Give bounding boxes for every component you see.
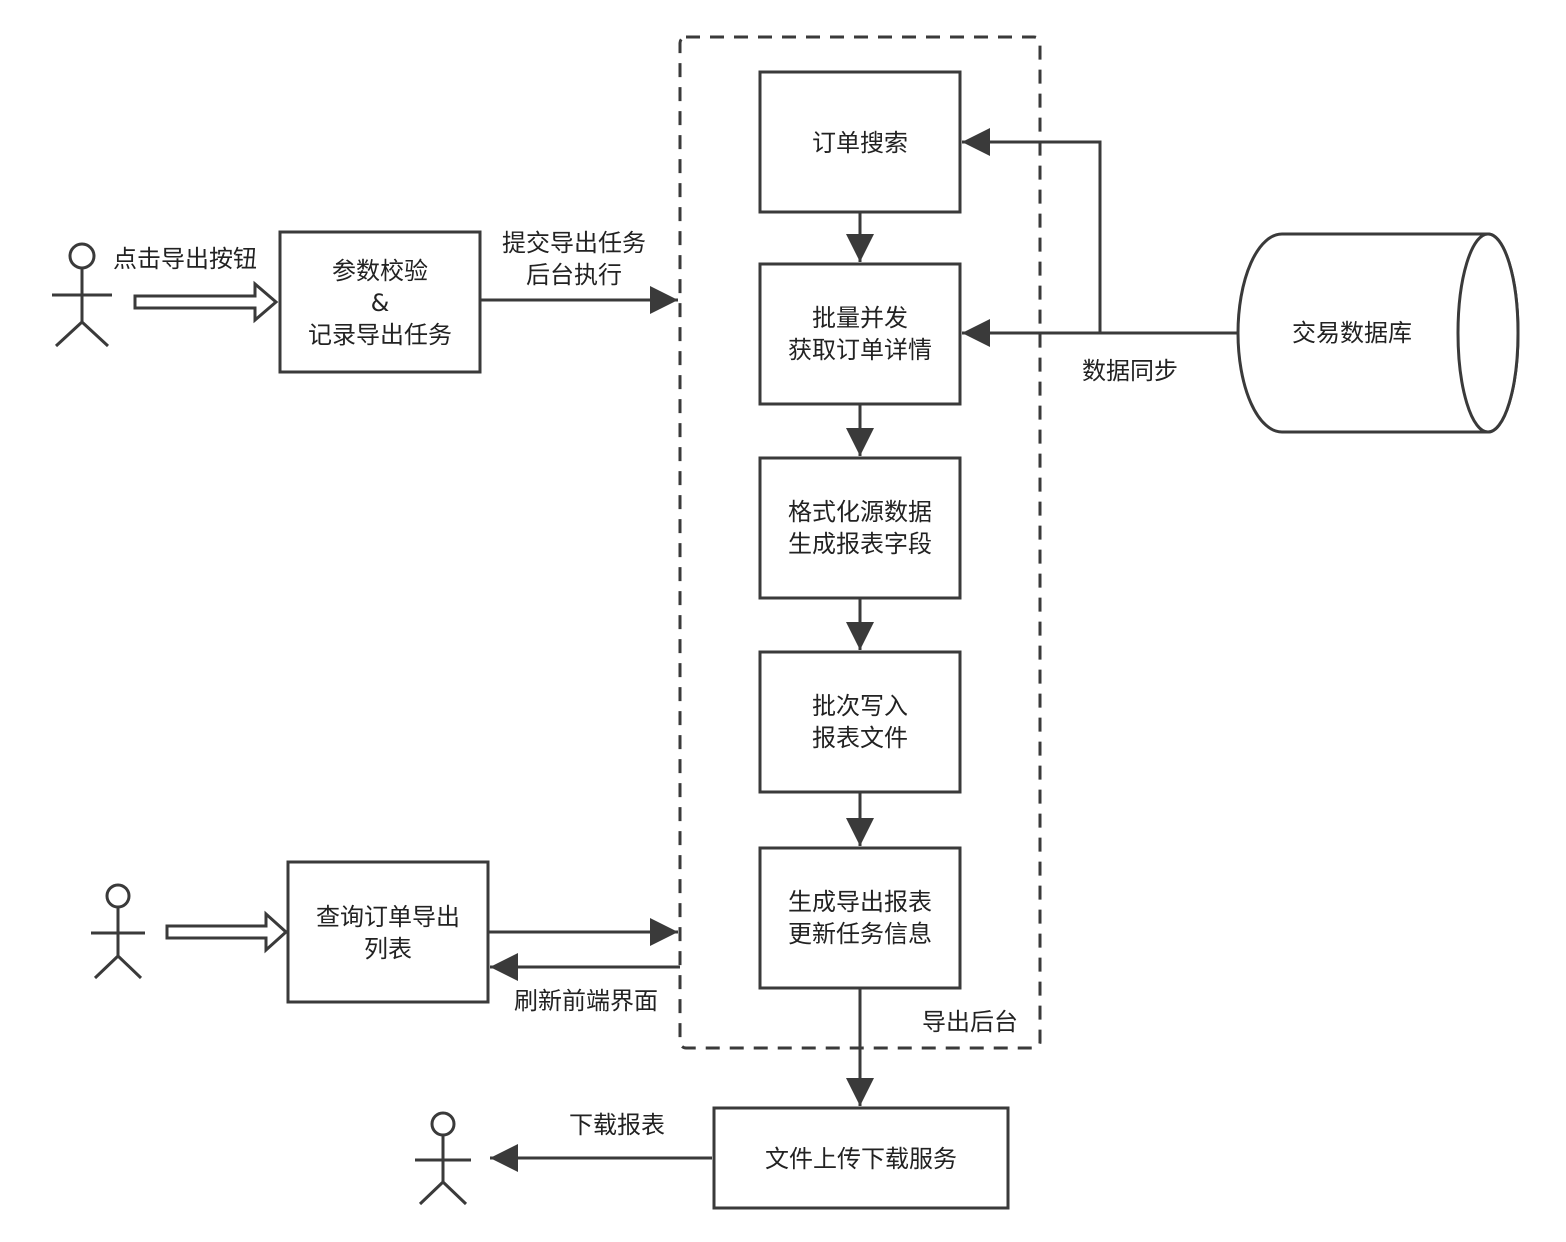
trade-database-icon: 交易数据库 [1236, 232, 1520, 434]
user-actor-icon [52, 242, 112, 348]
batch-fetch-details-box: 批量并发 获取订单详情 [758, 262, 962, 406]
query-export-list-box: 查询订单导出 列表 [286, 860, 490, 1004]
batch-write-line-2: 报表文件 [812, 724, 908, 752]
download-report-label: 下载报表 [569, 1111, 665, 1139]
order-search-line-1: 订单搜索 [812, 129, 908, 157]
batch-fetch-line-2: 获取订单详情 [788, 336, 932, 364]
format-data-box: 格式化源数据 生成报表字段 [758, 456, 962, 600]
user-actor-icon [91, 883, 145, 980]
batch-write-box: 批次写入 报表文件 [758, 650, 962, 794]
submit-task-label-line-1: 提交导出任务 [502, 229, 646, 257]
sync-arrow-to-search [962, 128, 1102, 333]
file-upload-download-service-box: 文件上传下载服务 [712, 1106, 1010, 1210]
format-data-line-1: 格式化源数据 [788, 498, 932, 526]
data-sync-label: 数据同步 [1082, 357, 1178, 385]
query-box-line-1: 查询订单导出 [316, 903, 460, 931]
file-service-line-1: 文件上传下载服务 [765, 1145, 957, 1173]
user-actor-icon [415, 1111, 471, 1206]
generate-report-box: 生成导出报表 更新任务信息 [758, 846, 962, 990]
refresh-ui-label: 刷新前端界面 [514, 987, 658, 1015]
generate-report-line-1: 生成导出报表 [788, 888, 932, 916]
batch-fetch-line-1: 批量并发 [812, 304, 908, 332]
validate-box-line-2: & [371, 289, 390, 317]
hollow-arrow-icon [165, 910, 289, 954]
batch-write-line-1: 批次写入 [812, 692, 908, 720]
submit-task-label-line-2: 后台执行 [526, 261, 622, 289]
hollow-arrow-icon [133, 280, 279, 324]
query-box-line-2: 列表 [364, 935, 412, 963]
click-export-label: 点击导出按钮 [113, 245, 257, 273]
validate-box-line-1: 参数校验 [332, 257, 428, 285]
order-search-box: 订单搜索 [758, 70, 962, 214]
generate-report-line-2: 更新任务信息 [788, 920, 932, 948]
trade-database-label: 交易数据库 [1292, 319, 1412, 347]
format-data-line-2: 生成报表字段 [788, 530, 932, 558]
validate-box-line-3: 记录导出任务 [308, 321, 452, 349]
validate-record-task-box: 参数校验 & 记录导出任务 [278, 230, 482, 374]
export-backend-label: 导出后台 [922, 1008, 1018, 1036]
